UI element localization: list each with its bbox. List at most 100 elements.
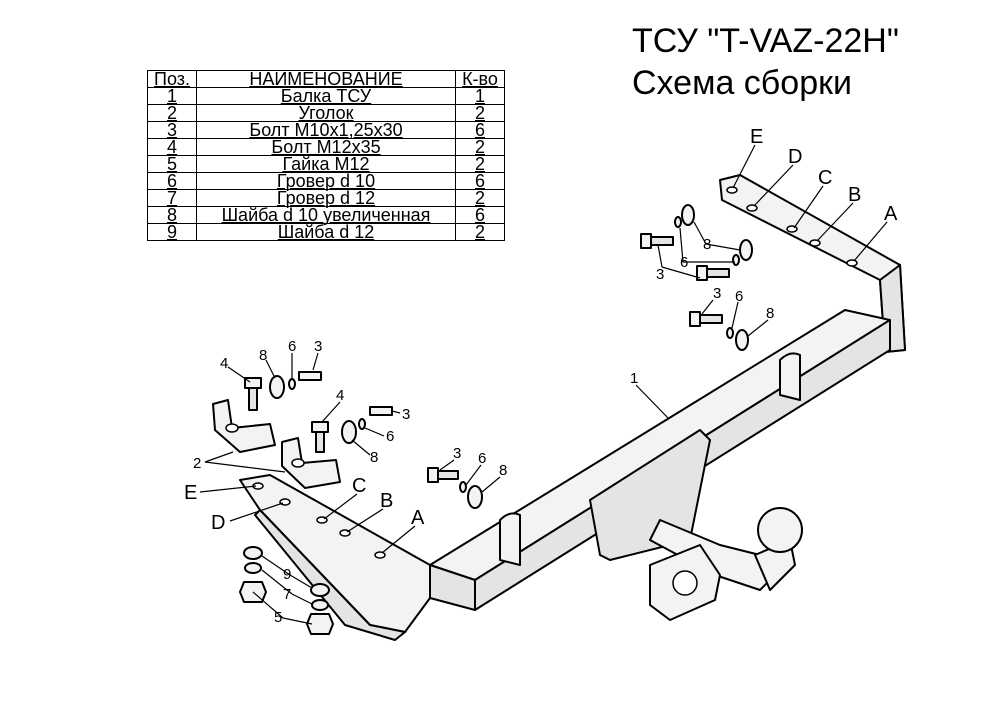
leader-D-left: [229, 502, 284, 522]
grover-6: [732, 254, 740, 266]
callout-6: 6: [386, 428, 394, 445]
bolt-head: [689, 311, 701, 327]
cell-qty: 2: [455, 223, 505, 241]
callout-6: 6: [680, 254, 688, 271]
hole-E-right: [726, 186, 738, 194]
leader-8d: [265, 359, 276, 379]
tow-bar-beam: [239, 174, 906, 641]
callout-8: 8: [766, 305, 774, 322]
angle-bracket-lower: [281, 437, 341, 489]
callout-8: 8: [259, 347, 267, 364]
cell-name: Болт М12х35: [196, 138, 456, 156]
cell-name: Шайба d 12: [196, 223, 456, 241]
callout-A-right: A: [884, 203, 898, 225]
leader-6c: [731, 301, 739, 329]
fastener-set-lower-left: [239, 546, 334, 635]
callout-E-left: E: [184, 482, 197, 504]
nut-5: [306, 613, 334, 635]
callout-3: 3: [314, 338, 322, 355]
callout-1: 1: [630, 370, 638, 387]
grover-6: [288, 378, 296, 390]
leader-4b: [321, 401, 341, 423]
bolt-shank: [699, 314, 723, 324]
callout-8: 8: [499, 462, 507, 479]
callout-6: 6: [288, 338, 296, 355]
cell-qty: 2: [455, 155, 505, 173]
leader-8f: [481, 476, 501, 493]
callout-2: 2: [193, 455, 201, 472]
callout-labels: 1 2 3 3 3 3 3 4 4 5 6 6 6 6 6 7 8 8 8 8 …: [184, 126, 898, 626]
beam-loop-left: [499, 512, 521, 566]
leader-2b: [204, 461, 286, 473]
leader-C-left: [323, 493, 358, 520]
callout-9: 9: [283, 566, 291, 583]
washer-8: [341, 420, 357, 444]
hole-B-right: [809, 239, 821, 247]
hole-D-right: [746, 204, 758, 212]
callout-C-left: C: [352, 475, 366, 497]
callout-5: 5: [274, 609, 282, 626]
grover-7: [311, 599, 329, 611]
socket-hole: [672, 570, 698, 596]
bracket-lower-body: [281, 437, 341, 489]
leader-8: [693, 221, 707, 245]
leader-C-right: [793, 185, 824, 229]
leader-8b: [705, 243, 741, 251]
leader-9b: [289, 574, 313, 589]
leader-6e: [364, 427, 385, 437]
leader-D-right: [753, 164, 794, 207]
callout-3: 3: [453, 445, 461, 462]
cell-name: Уголок: [196, 104, 456, 122]
leader-lines: [199, 144, 888, 625]
tow-ball: [757, 507, 803, 553]
bolt-shank: [706, 268, 730, 278]
washer-8: [739, 239, 753, 261]
cell-name: Гайка М12: [196, 155, 456, 173]
leader-7: [261, 569, 293, 595]
callout-B-right: B: [848, 184, 861, 206]
bolt-4-shank: [248, 387, 258, 411]
leader-8c: [747, 319, 769, 337]
grover-6: [726, 327, 734, 339]
left-bracket-edge: [254, 509, 406, 641]
cell-pos: 9: [147, 223, 197, 241]
beam-loop-right: [779, 352, 801, 401]
bolt-3: [298, 371, 322, 381]
washer-9: [310, 583, 330, 597]
bolt-4-head: [244, 377, 262, 389]
leader-2: [204, 451, 234, 463]
grover-7: [244, 562, 262, 574]
callout-8: 8: [703, 236, 711, 253]
leader-1: [635, 384, 669, 419]
angle-bracket-upper: [212, 399, 276, 453]
washer-9: [243, 546, 263, 560]
leader-4: [227, 366, 251, 383]
leader-3b: [661, 266, 701, 279]
leader-E-left: [199, 485, 257, 493]
hole-A-right: [846, 259, 858, 267]
leader-3c: [701, 299, 714, 315]
callout-3: 3: [656, 266, 664, 283]
grover-6: [674, 216, 682, 228]
diagram-subtitle: Схема сборки: [632, 64, 852, 102]
leader-3e: [391, 410, 401, 414]
callout-C-right: C: [818, 167, 832, 189]
leader-3: [657, 244, 663, 268]
bracket-upper-body: [212, 399, 276, 453]
fastener-set-upper-right: [640, 204, 753, 351]
grover-6: [459, 481, 467, 493]
leader-5b: [282, 617, 313, 625]
callout-B-left: B: [380, 490, 393, 512]
leader-3f: [439, 459, 455, 471]
leader-9: [261, 555, 291, 576]
callout-D-right: D: [788, 146, 802, 168]
bracket-upper-hole: [225, 423, 239, 433]
